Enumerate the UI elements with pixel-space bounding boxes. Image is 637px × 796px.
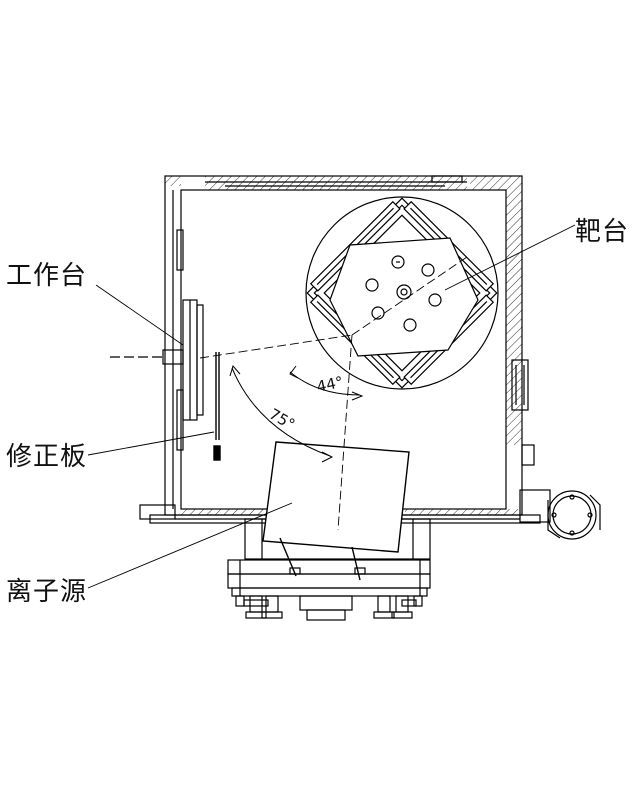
angle-arcs bbox=[229, 364, 364, 463]
axis-lines bbox=[199, 254, 471, 531]
callout-leaders bbox=[87, 224, 576, 589]
workbench bbox=[110, 299, 204, 421]
angle-44-label: 44° bbox=[315, 373, 345, 396]
ion-source-flange bbox=[227, 518, 431, 621]
pump-housing bbox=[547, 490, 601, 540]
ion-source-body bbox=[262, 441, 410, 581]
correction-plate-label: 修正板 bbox=[6, 442, 87, 472]
target-table-label: 靶台 bbox=[575, 217, 629, 247]
workbench-label: 工作台 bbox=[6, 261, 87, 291]
correction-plate bbox=[213, 352, 221, 461]
ion-source-label: 离子源 bbox=[6, 577, 87, 607]
target-table bbox=[305, 196, 499, 390]
angle-75-label: 75° bbox=[266, 405, 298, 434]
